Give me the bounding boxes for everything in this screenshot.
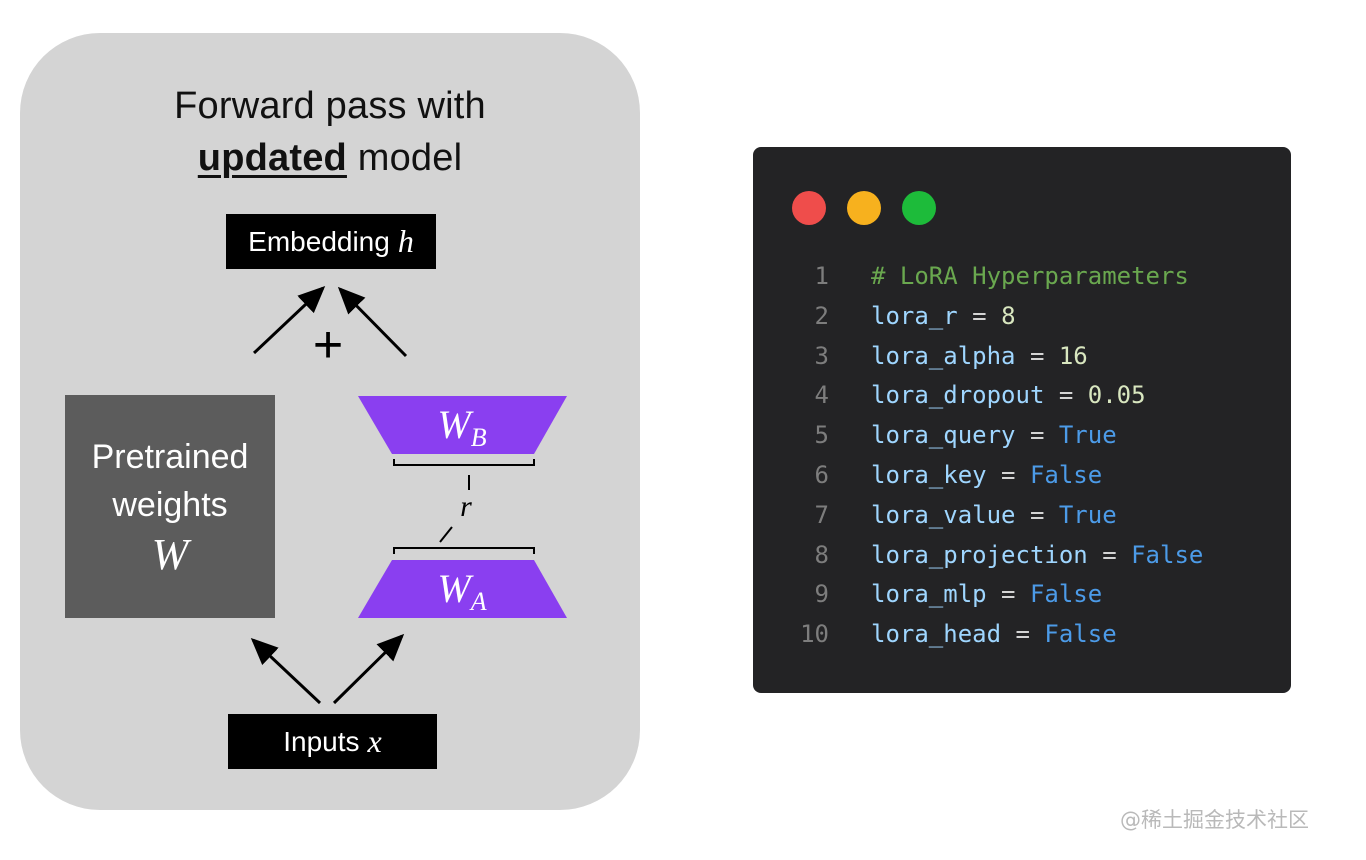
arrow-to-embedding-right (337, 286, 408, 358)
code-token-op: = (1015, 500, 1059, 529)
line-number: 9 (814, 580, 829, 609)
code-line: 9 lora_mlp = False (753, 575, 1291, 615)
arrow-input-to-pretrained (250, 637, 322, 705)
code-block: 1 # LoRA Hyperparameters 2 lora_r = 8 3 lora_… (753, 257, 1291, 655)
line-code: lora_dropout = 0.05 (871, 376, 1146, 416)
line-code: lora_key = False (871, 456, 1102, 496)
code-token-var: lora_dropout (871, 381, 1045, 410)
code-token-var: lora_query (871, 421, 1016, 450)
matrix-b-base: W (437, 402, 474, 447)
code-line: 8 lora_projection = False (753, 536, 1291, 576)
code-token-op: = (986, 460, 1030, 489)
code-token-op: = (1001, 620, 1045, 649)
code-line: 7 lora_value = True (753, 496, 1291, 536)
plus-sign: + (313, 316, 343, 374)
line-number: 2 (814, 301, 829, 330)
embedding-var: h (397, 223, 414, 259)
code-token-op: = (957, 301, 1002, 330)
lora-matrix-a-shape (358, 560, 567, 618)
code-token-bool: True (1058, 500, 1117, 529)
line-code: lora_head = False (871, 615, 1117, 655)
code-token-comment: # LoRA Hyperparameters (871, 262, 1189, 290)
code-token-num: 8 (1001, 301, 1016, 330)
line-number: 3 (814, 341, 829, 370)
matrix-a-subscript: A (469, 587, 487, 616)
code-token-var: lora_projection (871, 540, 1088, 569)
title-emphasis: updated (197, 137, 347, 179)
line-code: lora_value = True (871, 496, 1117, 536)
line-number: 1 (814, 262, 829, 290)
code-token-bool: False (1029, 460, 1103, 489)
line-number: 5 (814, 421, 829, 450)
inputs-var: x (367, 723, 382, 759)
rank-bracket-bottom (393, 547, 535, 554)
matrix-b-subscript: B (471, 423, 487, 452)
inputs-label: Inputs (283, 725, 360, 757)
code-line: 1 # LoRA Hyperparameters (753, 257, 1291, 297)
lora-matrix-b-shape (358, 396, 567, 454)
maximize-dot-icon (902, 191, 936, 225)
line-code: lora_r = 8 (871, 297, 1016, 337)
pretrained-var: W (151, 529, 189, 579)
rank-bracket-top (393, 459, 535, 466)
line-number: 8 (814, 540, 829, 569)
line-code: lora_mlp = False (871, 575, 1102, 615)
matrix-a-base: W (437, 566, 474, 611)
code-token-op: = (1015, 341, 1059, 370)
code-token-var: lora_r (871, 301, 958, 330)
code-token-var: lora_mlp (871, 580, 987, 609)
close-dot-icon (792, 191, 826, 225)
code-token-op: = (986, 580, 1030, 609)
embedding-label: Embedding (248, 225, 390, 257)
code-token-var: lora_alpha (871, 341, 1016, 370)
lora-matrix-b-label: WB (437, 402, 486, 452)
line-code: # LoRA Hyperparameters (871, 257, 1189, 297)
code-line: 4 lora_dropout = 0.05 (753, 376, 1291, 416)
code-token-op: = (1087, 540, 1132, 569)
diagram-title: Forward pass with updated model (0, 80, 660, 184)
title-line-2: updated model (0, 132, 660, 184)
code-line: 2 lora_r = 8 (753, 297, 1291, 337)
code-line: 3 lora_alpha = 16 (753, 337, 1291, 377)
lora-matrix-a-label: WA (437, 566, 486, 616)
code-token-num: 16 (1058, 341, 1088, 370)
code-token-num: 0.05 (1087, 381, 1146, 410)
line-code: lora_query = True (871, 416, 1117, 456)
title-line-1: Forward pass with (174, 85, 486, 127)
line-number: 7 (814, 500, 829, 529)
pretrained-label-line-1: Pretrained (91, 437, 249, 476)
watermark: @稀土掘金技术社区 (1120, 808, 1309, 832)
title-rest: model (346, 137, 463, 179)
code-token-var: lora_head (871, 620, 1002, 649)
minimize-dot-icon (847, 191, 881, 225)
code-window: 1 # LoRA Hyperparameters 2 lora_r = 8 3 lora_… (753, 147, 1291, 693)
arrow-input-to-lora (332, 633, 405, 705)
line-number: 4 (814, 381, 829, 410)
pretrained-weights-box: Pretrained weights W (65, 395, 275, 618)
code-line: 10 lora_head = False (753, 615, 1291, 655)
code-token-bool: False (1044, 620, 1117, 649)
arrow-to-embedding-left (252, 285, 326, 355)
line-code: lora_projection = False (871, 536, 1203, 576)
code-token-var: lora_key (871, 460, 987, 489)
code-token-bool: True (1058, 421, 1117, 450)
code-token-op: = (1044, 381, 1088, 410)
line-code: lora_alpha = 16 (871, 337, 1088, 377)
rank-label: r (460, 490, 472, 523)
pretrained-label-line-2: weights (112, 485, 228, 524)
code-token-bool: False (1131, 540, 1204, 569)
code-line: 6 lora_key = False (753, 456, 1291, 496)
line-number: 6 (814, 460, 829, 489)
code-token-op: = (1015, 421, 1059, 450)
code-token-bool: False (1029, 580, 1103, 609)
code-token-var: lora_value (871, 500, 1016, 529)
code-line: 5 lora_query = True (753, 416, 1291, 456)
line-number: 10 (800, 620, 829, 649)
rank-slash (439, 526, 453, 543)
